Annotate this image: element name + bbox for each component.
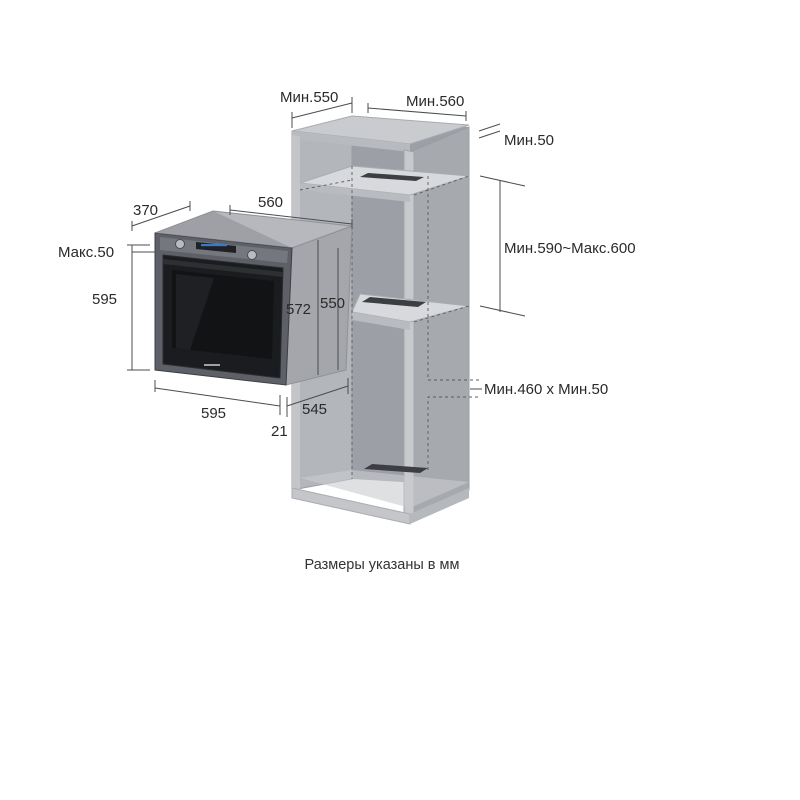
cabinet-width-label: Мин.550 (280, 89, 338, 106)
oven-top-edge (155, 211, 292, 248)
oven-knob-left-icon (175, 239, 185, 249)
bottom-vent-slot (364, 464, 428, 473)
upper-vent-slot (360, 173, 424, 181)
cabinet (291, 115, 480, 525)
dimension-lines (127, 97, 526, 417)
oven-knob-right-icon (247, 250, 257, 260)
oven-door-handle (163, 259, 283, 277)
top-gap-label: Макс.50 (58, 244, 114, 261)
upper-shelf-top (299, 165, 470, 196)
cabinet-plinth-side (410, 488, 469, 524)
units-caption: Размеры указаны в мм (304, 557, 460, 573)
oven (154, 210, 353, 386)
hidden-lines (299, 166, 480, 479)
cabinet-depth-label: Мин.560 (406, 93, 464, 110)
vent-opening-label: Мин.460 x Мин.50 (484, 381, 608, 398)
back-gap-label: Мин.50 (504, 132, 554, 149)
front-offset-label: 21 (271, 423, 288, 440)
oven-depth-370-label: 370 (133, 202, 158, 219)
cabinet-front-stile (403, 149, 415, 518)
oven-width-label: 595 (201, 405, 226, 422)
body-height-572-label: 572 (286, 301, 311, 318)
middle-shelf-front (352, 312, 410, 330)
cabinet-top-front (292, 131, 410, 152)
middle-vent-slot (362, 297, 426, 307)
oven-display-glow (201, 244, 227, 247)
upper-shelf-front (300, 183, 410, 202)
oven-depth-560-label: 560 (258, 194, 283, 211)
oven-brand-logo (204, 364, 220, 366)
oven-window-reflection (176, 274, 214, 350)
niche-height-label: Мин.590~Макс.600 (504, 240, 636, 257)
body-width-label: 545 (302, 401, 327, 418)
oven-height-label: 595 (92, 291, 117, 308)
cabinet-floor (300, 470, 469, 508)
body-height-550-label: 550 (320, 295, 345, 312)
